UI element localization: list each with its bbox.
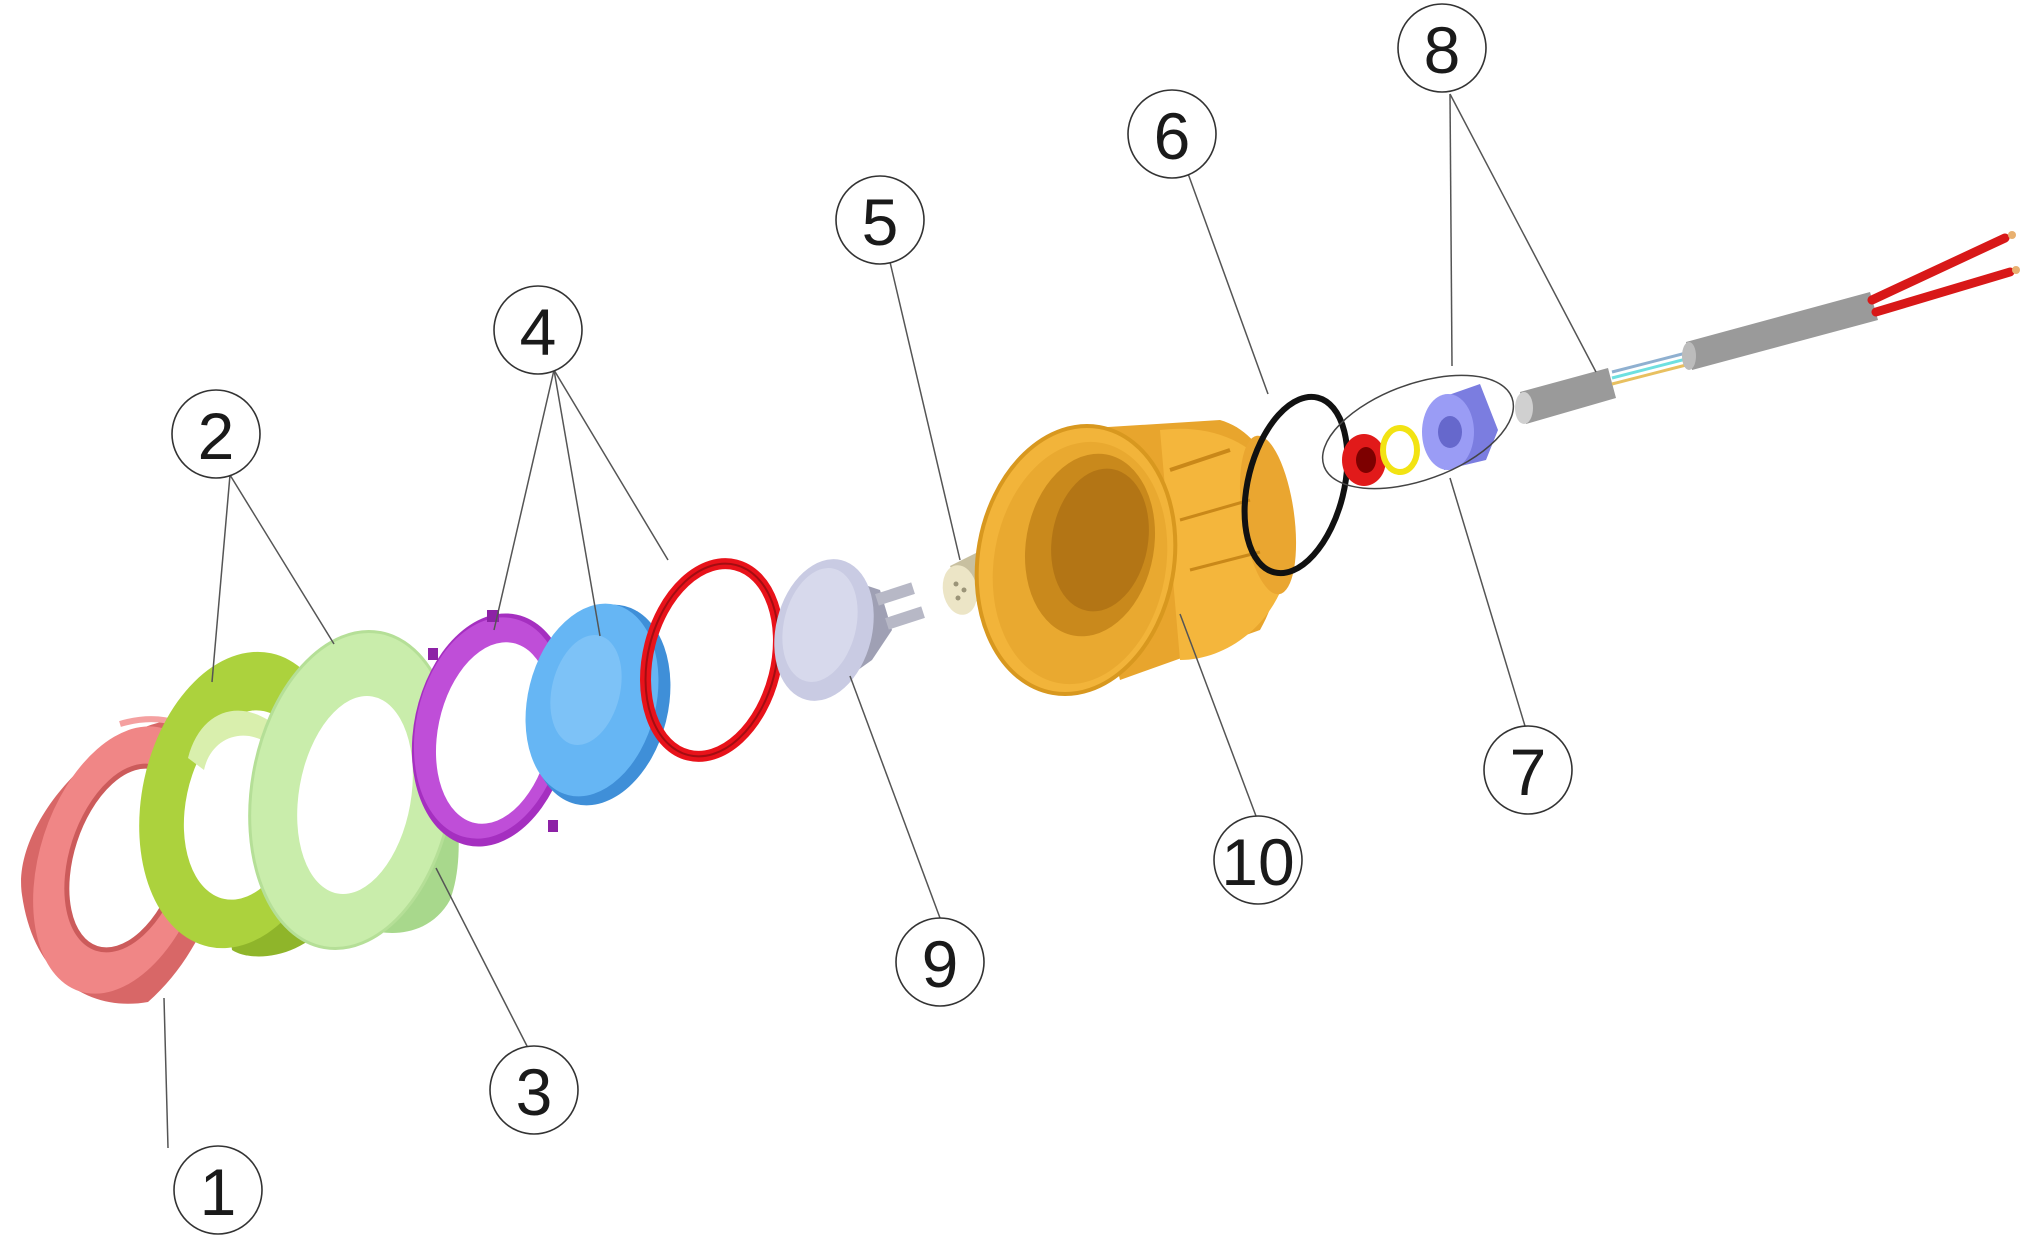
callout-1: 1 (173, 1145, 263, 1235)
black-o-ring (1241, 393, 1351, 577)
callout-2-label: 2 (198, 399, 235, 473)
lamp-bulb (774, 559, 925, 701)
callout-8: 8 (1397, 3, 1487, 93)
callout-8-label: 8 (1424, 13, 1461, 87)
callout-4: 4 (493, 285, 583, 375)
callout-10-label: 10 (1221, 825, 1294, 899)
callout-3-label: 3 (516, 1055, 553, 1129)
callout-2: 2 (171, 389, 261, 479)
blue-gland-nut (1422, 384, 1498, 470)
callout-5: 5 (835, 175, 925, 265)
red-gland-seal (1342, 434, 1386, 486)
yellow-gland-washer (1380, 425, 1420, 475)
blue-lens (525, 603, 671, 806)
red-o-ring (640, 558, 784, 762)
callout-7-label: 7 (1510, 735, 1547, 809)
callout-6-label: 6 (1154, 99, 1191, 173)
leader-lines (163, 93, 1597, 1149)
purple-ring (411, 610, 573, 847)
red-wire (1867, 231, 2020, 317)
callout-5-label: 5 (862, 185, 899, 259)
callout-3: 3 (489, 1045, 579, 1135)
grey-cable (1515, 292, 1878, 424)
callout-9-label: 9 (922, 927, 959, 1001)
callout-4-label: 4 (520, 295, 557, 369)
callout-6: 6 (1127, 89, 1217, 179)
callout-7: 7 (1483, 725, 1573, 815)
callout-9: 9 (895, 917, 985, 1007)
callout-10: 10 (1213, 815, 1303, 905)
callout-1-label: 1 (200, 1155, 237, 1229)
light-green-ring (248, 629, 459, 951)
